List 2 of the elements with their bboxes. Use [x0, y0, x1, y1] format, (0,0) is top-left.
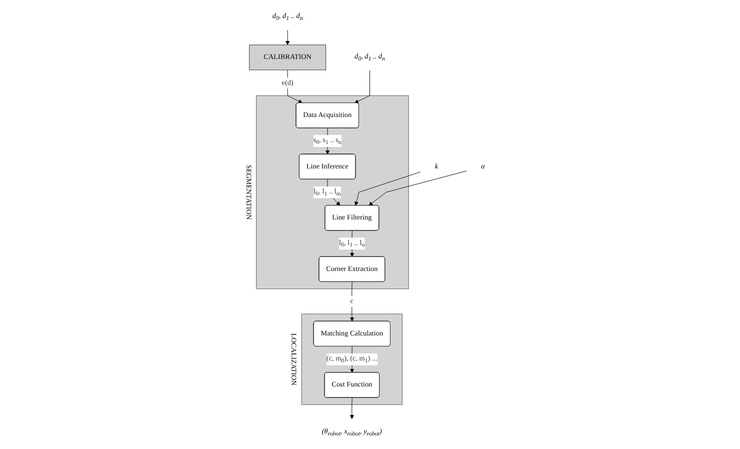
cluster: [301, 314, 402, 405]
cluster: [256, 95, 409, 290]
